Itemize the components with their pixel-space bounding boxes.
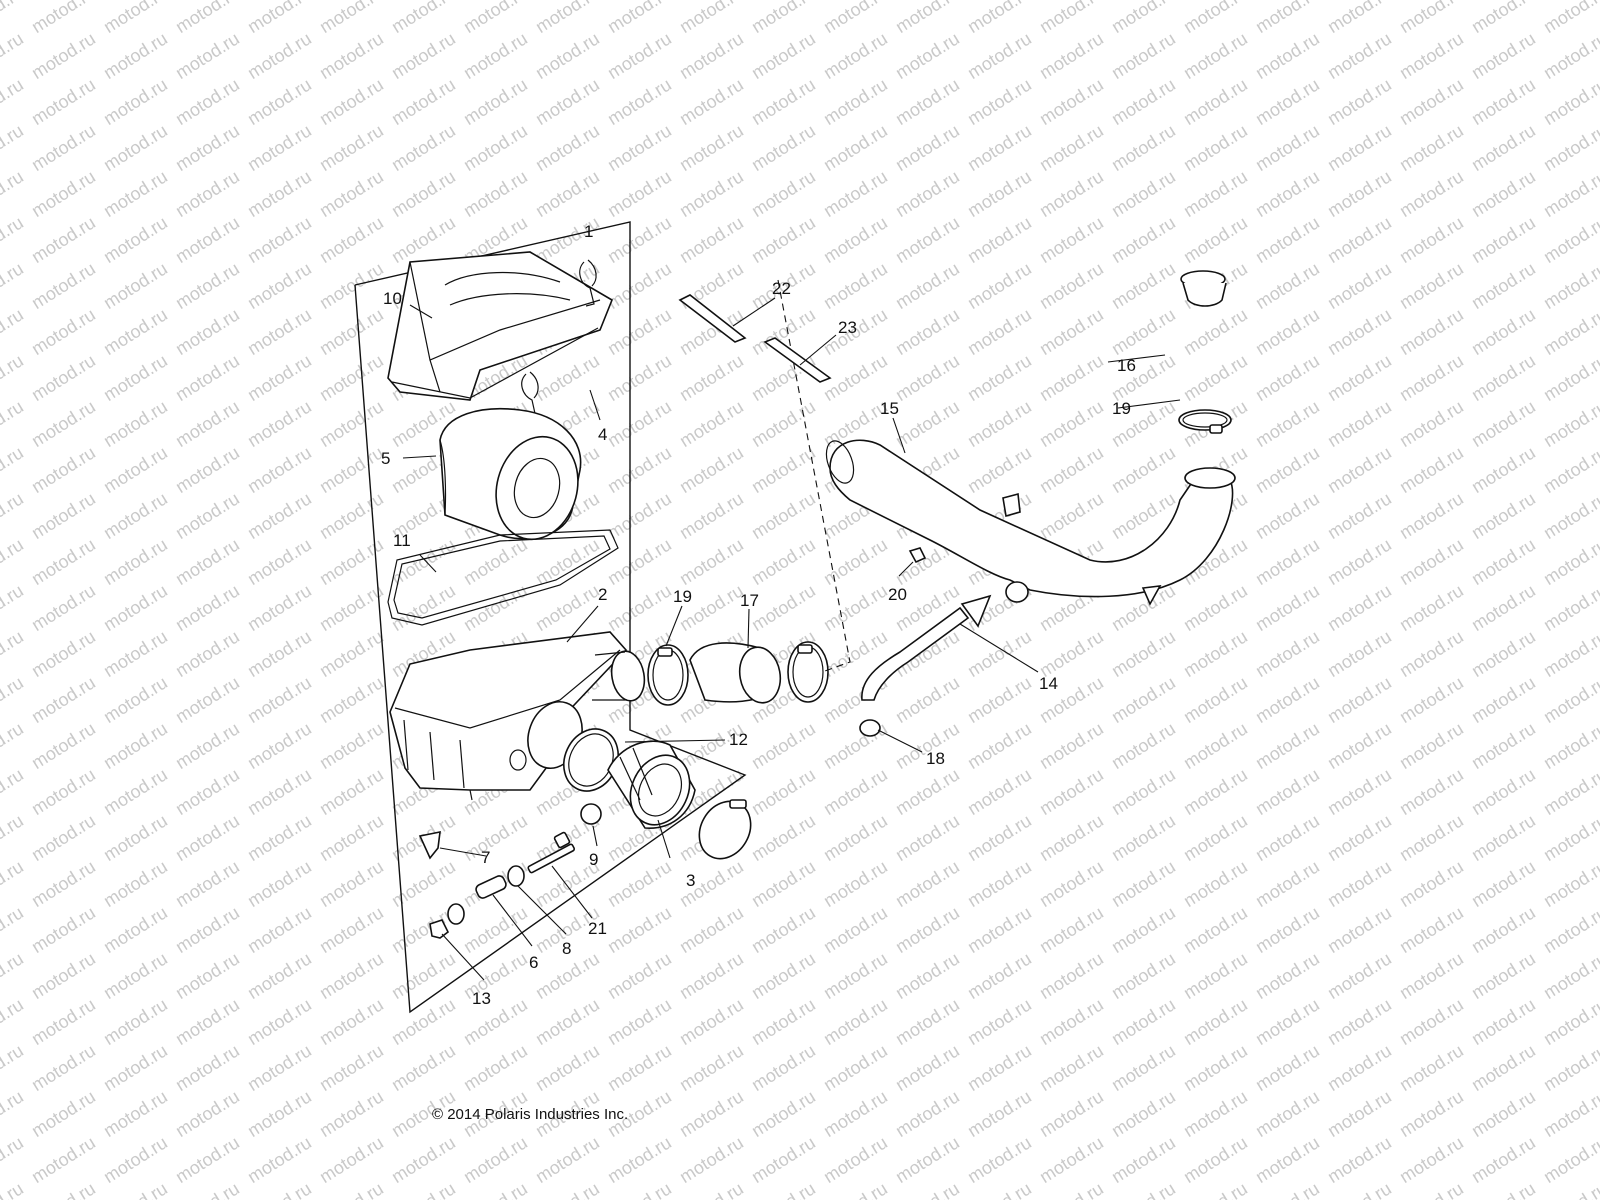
nut <box>429 919 450 939</box>
bushing <box>507 865 525 887</box>
callout-20: 20 <box>888 585 907 604</box>
callout-7: 7 <box>481 848 490 867</box>
dashed-connection <box>777 279 851 673</box>
label-strip-22 <box>678 294 747 343</box>
air-filter <box>439 407 582 541</box>
cone <box>1141 585 1162 606</box>
callout-18: 18 <box>926 749 945 768</box>
clip-4 <box>521 259 597 421</box>
callout-19-right: 19 <box>1112 399 1131 418</box>
hose-clamp-screw <box>729 799 747 809</box>
grommet <box>418 830 441 860</box>
hose-clamp <box>698 800 752 860</box>
bolt-head <box>553 831 571 849</box>
callout-13: 13 <box>472 989 491 1008</box>
callout-21: 21 <box>588 919 607 938</box>
callout-15: 15 <box>880 399 899 418</box>
hose-clamp-19 <box>647 644 689 706</box>
bushing-small <box>447 903 465 925</box>
intake-tube <box>689 642 782 704</box>
spacer <box>475 875 507 899</box>
callout-14: 14 <box>1039 674 1058 693</box>
callout-17: 17 <box>740 591 759 610</box>
intake-boot <box>607 740 696 829</box>
callout-2: 2 <box>598 585 607 604</box>
airbox-cover <box>387 251 613 401</box>
callout-4: 4 <box>598 425 607 444</box>
airbox-base <box>389 631 646 801</box>
callout-1: 1 <box>584 222 593 241</box>
seal-ring-inner <box>393 535 611 619</box>
callout-12: 12 <box>729 730 748 749</box>
seal-ring <box>387 529 619 626</box>
callout-10: 10 <box>383 289 402 308</box>
callout-22: 22 <box>772 279 791 298</box>
plug <box>580 803 602 825</box>
label-strip-23 <box>763 337 832 383</box>
leader-lines <box>402 297 1181 981</box>
callout-5: 5 <box>381 449 390 468</box>
callout-8: 8 <box>562 939 571 958</box>
callout-16: 16 <box>1117 356 1136 375</box>
callout-19-left: 19 <box>673 587 692 606</box>
outlet-duct <box>825 439 1236 603</box>
callout-11: 11 <box>393 531 411 550</box>
callout-9: 9 <box>589 850 598 869</box>
callout-6: 6 <box>529 953 538 972</box>
bolt-20 <box>908 547 927 564</box>
breather-tube <box>861 594 992 701</box>
hose-clamp-right <box>787 641 829 703</box>
callout-23: 23 <box>838 318 857 337</box>
small-clamp <box>859 719 881 737</box>
bolt <box>527 843 576 874</box>
assembly-frame <box>354 221 747 1014</box>
cap <box>1180 270 1227 307</box>
callout-3: 3 <box>686 871 695 890</box>
copyright-notice: © 2014 Polaris Industries Inc. <box>432 1106 629 1123</box>
